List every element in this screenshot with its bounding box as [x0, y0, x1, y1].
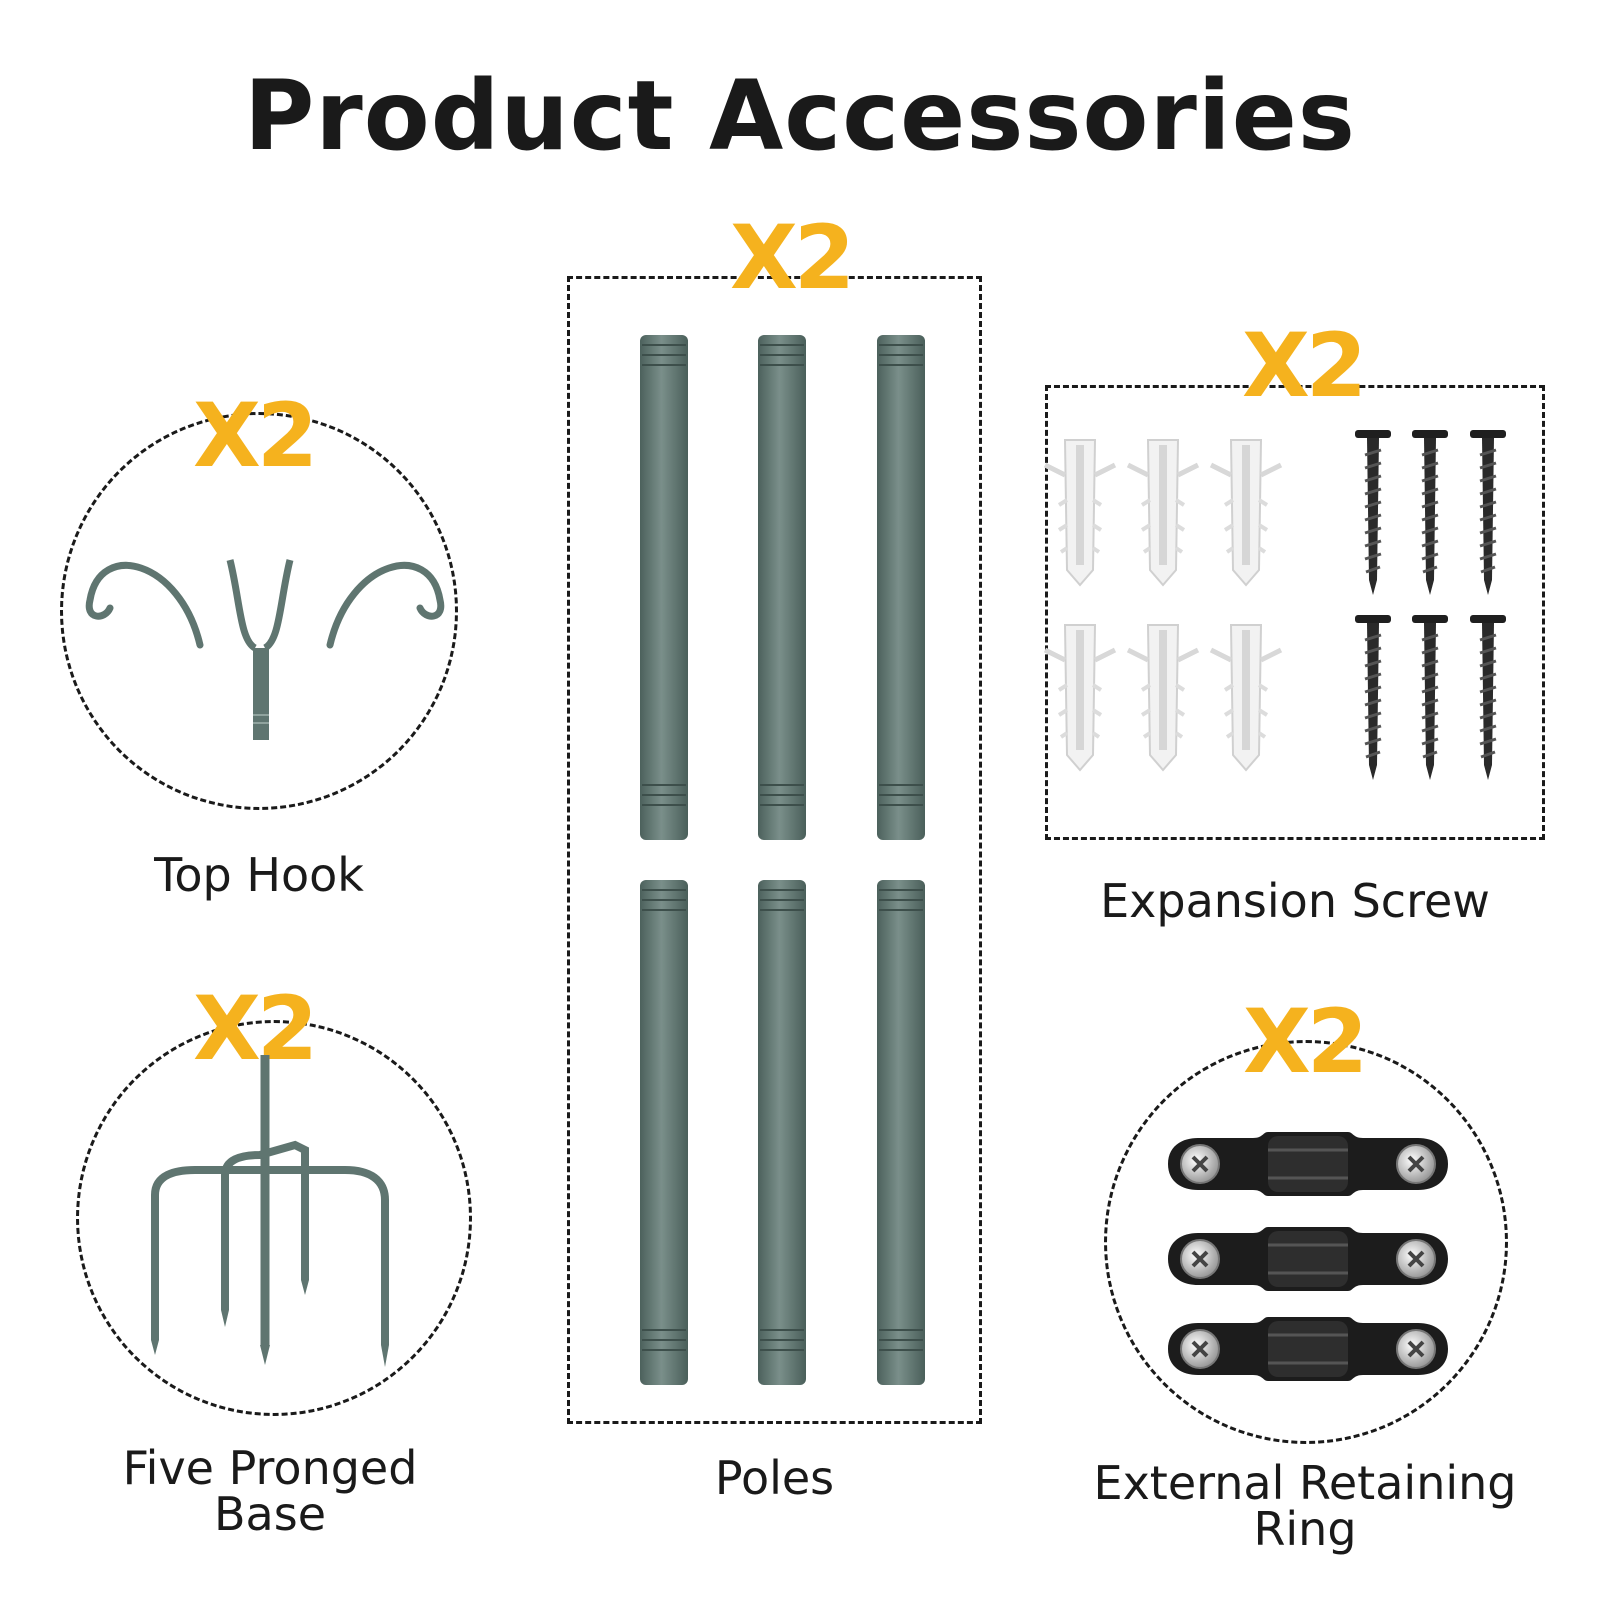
expansion-screw-label: Expansion Screw: [1100, 874, 1490, 928]
five-prong-stake-icon: [151, 1055, 389, 1367]
retaining-ring-frame: [1104, 1040, 1508, 1444]
retaining-ring-quantity: X2: [1243, 990, 1368, 1093]
page-title: Product Accessories: [244, 60, 1356, 172]
five-pronged-base-quantity: X2: [193, 977, 318, 1080]
double-hook-icon: [85, 559, 445, 740]
five-pronged-base-label: Five Pronged Base: [122, 1441, 418, 1541]
top-hook-frame: [60, 412, 458, 810]
pole-icon: [639, 334, 689, 841]
retaining-ring-label: External Retaining Ring: [1093, 1456, 1517, 1556]
poles-label: Poles: [714, 1451, 835, 1505]
top-hook-quantity: X2: [193, 384, 318, 487]
pole-icon: [757, 334, 807, 841]
expansion-screw-icon: [1045, 428, 1508, 782]
pole-icon: [639, 879, 689, 1386]
expansion-screw-frame: [1045, 385, 1545, 840]
pole-icon: [876, 334, 926, 841]
top-hook-label: Top Hook: [154, 848, 364, 902]
pole-icon: [757, 879, 807, 1386]
poles-group: [639, 334, 926, 1386]
expansion-screw-quantity: X2: [1242, 314, 1367, 417]
pole-icon: [876, 879, 926, 1386]
poles-frame: [567, 276, 982, 1424]
poles-quantity: X2: [730, 206, 855, 309]
pipe-clamp-icon: [1166, 1130, 1450, 1383]
five-pronged-base-frame: [76, 1020, 472, 1416]
